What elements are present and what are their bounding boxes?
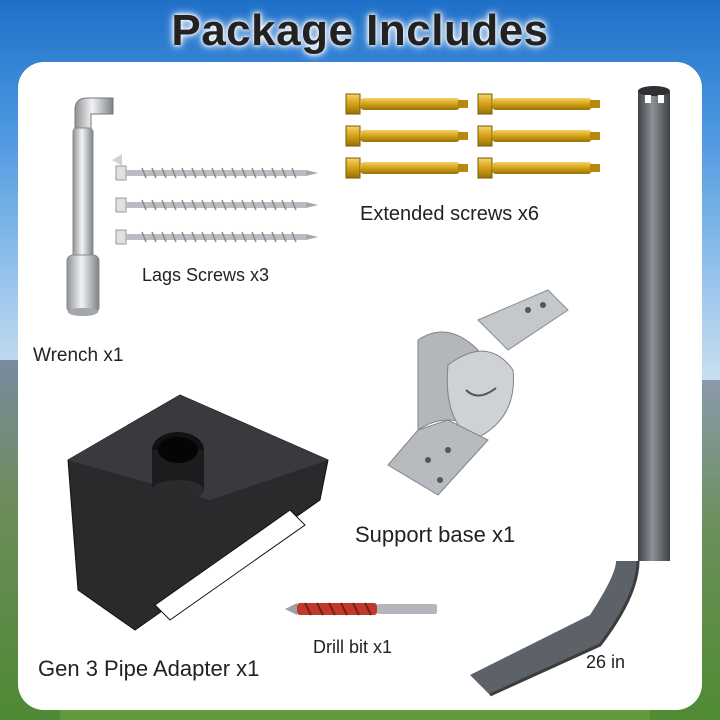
support-base-label: Support base x1 <box>355 522 516 547</box>
pole-image <box>470 86 670 697</box>
lag-screws-image <box>112 154 318 245</box>
pipe-adapter-image <box>67 394 329 631</box>
drill-bit-label: Drill bit x1 <box>313 637 393 657</box>
extended-screws-label: Extended screws x6 <box>360 203 539 225</box>
wrench-label: Wrench x1 <box>33 345 124 366</box>
support-base-image <box>387 289 569 496</box>
extended-screws-image <box>345 93 600 179</box>
drill-bit-image <box>285 602 437 616</box>
page-title: Package Includes <box>171 6 549 55</box>
wrench-image <box>66 97 114 316</box>
lag-screws-label: Lags Screws x3 <box>142 265 270 285</box>
pipe-adapter-label: Gen 3 Pipe Adapter x1 <box>38 656 260 681</box>
pole-length-label: 26 in <box>586 652 626 672</box>
